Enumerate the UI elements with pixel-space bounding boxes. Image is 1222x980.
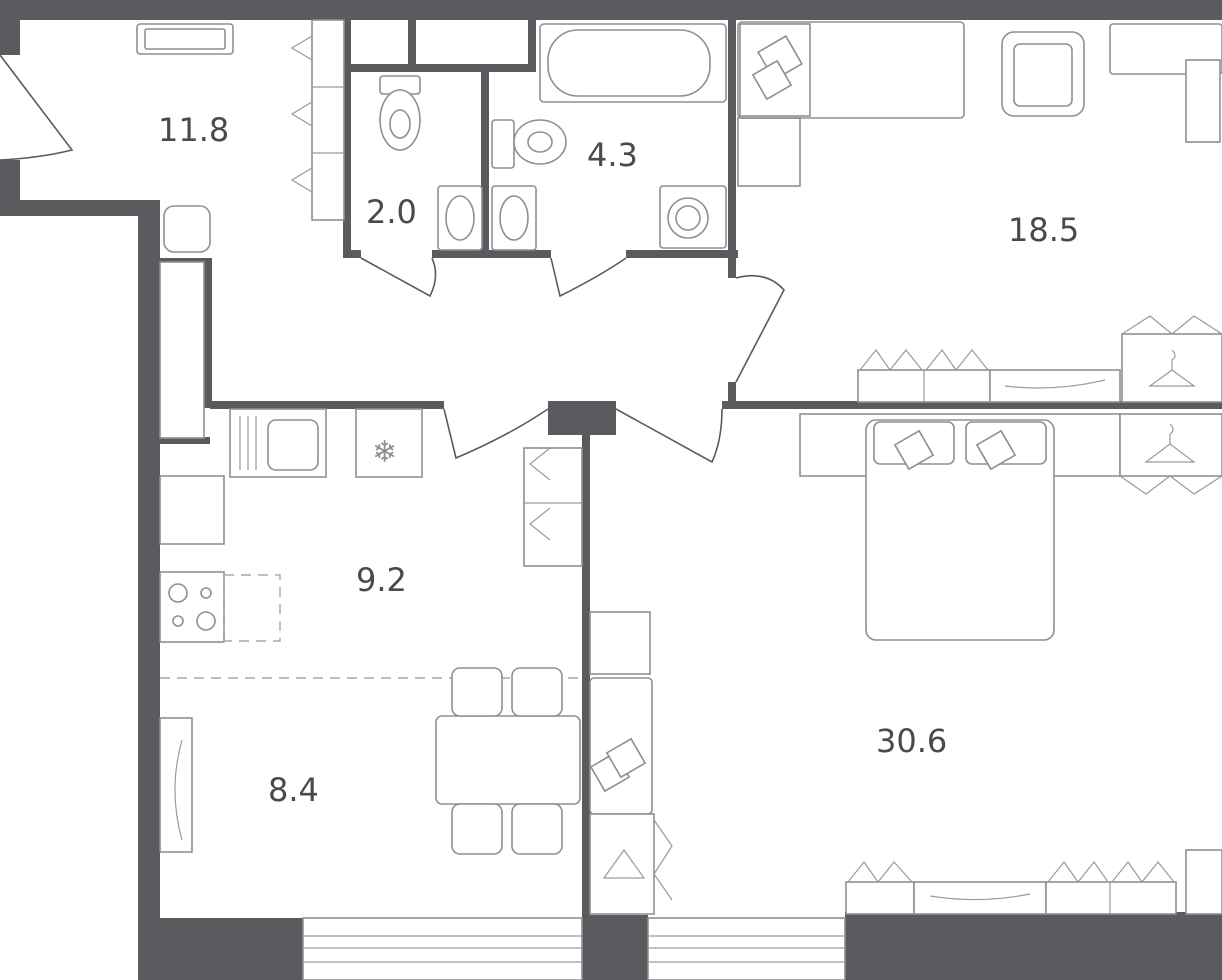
area-label-wc: 2.0 [366,193,417,231]
doors [0,54,785,464]
windows [302,917,846,980]
area-label-bedroom: 18.5 [1008,211,1079,249]
area-label-dining: 8.4 [268,771,319,809]
area-label-kitchen: 9.2 [356,561,407,599]
area-label-living: 30.6 [876,722,947,760]
bedroom-furniture [737,21,1222,403]
dining-furniture [159,667,581,855]
hall-furniture [136,19,345,439]
room-labels: 11.8 2.0 4.3 18.5 9.2 8.4 30.6 [158,111,1079,809]
area-label-bathroom: 4.3 [587,136,638,174]
area-label-hall: 11.8 [158,111,229,149]
living-furniture [589,413,1222,915]
kitchen-furniture: ❄ [159,408,583,679]
bath-furniture [379,23,727,251]
svg-text:❄: ❄ [372,435,397,470]
